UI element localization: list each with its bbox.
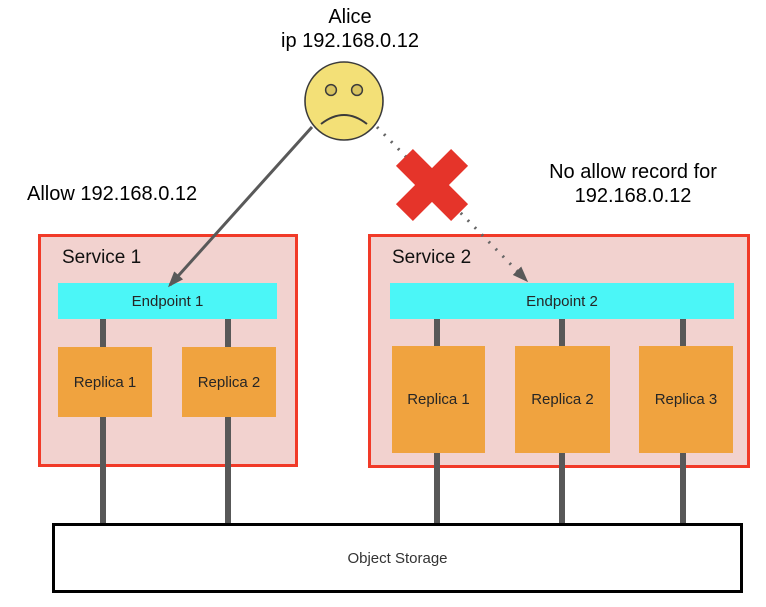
object-storage-label: Object Storage xyxy=(347,549,448,567)
service-2-replica-2: Replica 2 xyxy=(515,346,610,453)
allow-annotation: Allow 192.168.0.12 xyxy=(27,183,198,205)
service-2-title: Service 2 xyxy=(392,247,472,268)
deny-annotation: No allow record for 192.168.0.12 xyxy=(518,161,748,208)
storage-connector xyxy=(225,319,231,525)
endpoint-2: Endpoint 2 xyxy=(390,283,734,319)
deny-annotation-line2: 192.168.0.12 xyxy=(574,184,692,207)
blocked-cross-icon xyxy=(395,148,469,222)
actor-name: Alice xyxy=(328,6,372,28)
actor-ip: ip 192.168.0.12 xyxy=(281,30,419,52)
service-2-replica-3: Replica 3 xyxy=(639,346,733,453)
storage-connector xyxy=(100,319,106,525)
service-1-replica-2: Replica 2 xyxy=(182,347,276,417)
service-2-replica-1: Replica 1 xyxy=(392,346,485,453)
service-1-title: Service 1 xyxy=(62,247,142,268)
object-storage-box: Object Storage xyxy=(52,523,743,593)
service-1-replica-1: Replica 1 xyxy=(58,347,152,417)
deny-annotation-line1: No allow record for xyxy=(549,161,717,183)
sad-face-icon xyxy=(304,61,384,141)
endpoint-1: Endpoint 1 xyxy=(58,283,277,319)
